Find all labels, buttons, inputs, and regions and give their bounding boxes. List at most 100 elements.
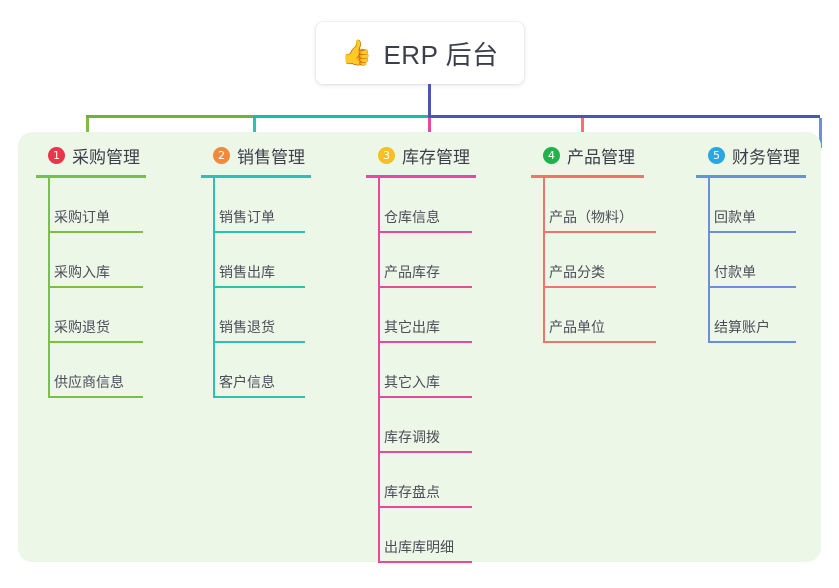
leaf-item[interactable]: 供应商信息 <box>36 343 186 398</box>
column-title-1: 采购管理 <box>72 147 140 167</box>
column-spine-4 <box>543 178 545 343</box>
leaf-label: 产品库存 <box>384 264 440 280</box>
leaf-item[interactable]: 产品（物料） <box>531 178 681 233</box>
leaf-item[interactable]: 库存调拨 <box>366 398 516 453</box>
leaf-rule <box>543 231 656 233</box>
leaf-rule <box>378 231 472 233</box>
leaf-rule <box>378 506 472 508</box>
leaf-rule <box>213 231 305 233</box>
column-1: 1 采购管理采购订单采购入库采购退货供应商信息 <box>36 142 186 398</box>
leaf-rule <box>708 341 796 343</box>
leaf-label: 其它入库 <box>384 374 440 390</box>
leaf-label: 出库库明细 <box>384 539 454 555</box>
root-title: ERP 后台 <box>383 39 499 70</box>
leaf-label: 采购订单 <box>54 209 110 225</box>
leaf-item[interactable]: 销售订单 <box>201 178 351 233</box>
column-spine-5 <box>708 178 710 343</box>
column-header-4[interactable]: 4 产品管理 <box>531 142 681 168</box>
leaf-item[interactable]: 采购入库 <box>36 233 186 288</box>
column-badge-2: 2 <box>213 146 230 164</box>
leaf-item[interactable]: 销售出库 <box>201 233 351 288</box>
leaf-rule <box>378 451 472 453</box>
leaf-list-2: 销售订单销售出库销售退货客户信息 <box>201 178 351 398</box>
leaf-item[interactable]: 销售退货 <box>201 288 351 343</box>
leaf-label: 产品（物料） <box>549 209 633 225</box>
drop-connector-5 <box>819 118 822 148</box>
leaf-item[interactable]: 产品分类 <box>531 233 681 288</box>
column-header-5[interactable]: 5 财务管理 <box>696 142 836 168</box>
root-stem-connector <box>428 84 431 117</box>
leaf-list-4: 产品（物料） 产品分类产品单位 <box>531 178 681 343</box>
leaf-label: 结算账户 <box>714 319 770 335</box>
column-badge-1: 1 <box>48 146 65 164</box>
leaf-rule <box>48 341 143 343</box>
leaf-label: 其它出库 <box>384 319 440 335</box>
column-4: 4 产品管理产品（物料） 产品分类产品单位 <box>531 142 681 343</box>
leaf-rule <box>48 231 143 233</box>
leaf-item[interactable]: 出库库明细 <box>366 508 516 563</box>
leaf-list-3: 仓库信息产品库存其它出库其它入库库存调拨库存盘点出库库明细 <box>366 178 516 563</box>
leaf-label: 付款单 <box>714 264 756 280</box>
leaf-item[interactable]: 客户信息 <box>201 343 351 398</box>
leaf-rule <box>378 286 472 288</box>
leaf-item[interactable]: 采购订单 <box>36 178 186 233</box>
leaf-label: 仓库信息 <box>384 209 440 225</box>
column-header-3[interactable]: 3 库存管理 <box>366 142 516 168</box>
leaf-label: 销售退货 <box>219 319 275 335</box>
leaf-rule <box>708 231 796 233</box>
leaf-label: 采购退货 <box>54 319 110 335</box>
leaf-item[interactable]: 结算账户 <box>696 288 836 343</box>
column-rule-1 <box>36 175 146 178</box>
thumbs-up-icon: 👍 <box>341 38 373 67</box>
leaf-label: 库存盘点 <box>384 484 440 500</box>
leaf-item[interactable]: 回款单 <box>696 178 836 233</box>
leaf-label: 采购入库 <box>54 264 110 280</box>
leaf-item[interactable]: 产品单位 <box>531 288 681 343</box>
leaf-rule <box>213 341 305 343</box>
leaf-rule <box>213 396 305 398</box>
bus-segment-green <box>86 115 256 118</box>
column-badge-3: 3 <box>378 146 395 164</box>
column-title-5: 财务管理 <box>732 147 800 167</box>
leaf-rule <box>708 286 796 288</box>
column-rule-3 <box>366 175 476 178</box>
leaf-label: 产品分类 <box>549 264 605 280</box>
column-3: 3 库存管理仓库信息产品库存其它出库其它入库库存调拨库存盘点出库库明细 <box>366 142 516 563</box>
column-badge-5: 5 <box>708 146 725 164</box>
leaf-rule <box>378 341 472 343</box>
bus-segment-indigo <box>428 115 820 118</box>
leaf-rule <box>543 341 656 343</box>
column-title-4: 产品管理 <box>567 147 635 167</box>
column-header-1[interactable]: 1 采购管理 <box>36 142 186 168</box>
leaf-label: 销售出库 <box>219 264 275 280</box>
column-rule-2 <box>201 175 311 178</box>
column-spine-3 <box>378 178 380 563</box>
leaf-item[interactable]: 库存盘点 <box>366 453 516 508</box>
leaf-rule <box>378 396 472 398</box>
column-title-2: 销售管理 <box>237 147 305 167</box>
leaf-label: 销售订单 <box>219 209 275 225</box>
leaf-item[interactable]: 其它出库 <box>366 288 516 343</box>
leaf-item[interactable]: 仓库信息 <box>366 178 516 233</box>
leaf-rule <box>213 286 305 288</box>
leaf-label: 回款单 <box>714 209 756 225</box>
column-2: 2 销售管理销售订单销售出库销售退货客户信息 <box>201 142 351 398</box>
leaf-label: 库存调拨 <box>384 429 440 445</box>
column-badge-4: 4 <box>543 146 560 164</box>
column-spine-1 <box>48 178 50 398</box>
leaf-rule <box>543 286 656 288</box>
leaf-label: 客户信息 <box>219 374 275 390</box>
column-5: 5 财务管理回款单付款单结算账户 <box>696 142 836 343</box>
bus-segment-teal <box>253 115 431 118</box>
leaf-item[interactable]: 产品库存 <box>366 233 516 288</box>
leaf-item[interactable]: 采购退货 <box>36 288 186 343</box>
root-node[interactable]: 👍 ERP 后台 <box>316 22 524 84</box>
column-spine-2 <box>213 178 215 398</box>
leaf-list-5: 回款单付款单结算账户 <box>696 178 836 343</box>
column-title-3: 库存管理 <box>402 147 470 167</box>
leaf-rule <box>378 561 472 563</box>
leaf-item[interactable]: 其它入库 <box>366 343 516 398</box>
column-header-2[interactable]: 2 销售管理 <box>201 142 351 168</box>
leaf-label: 产品单位 <box>549 319 605 335</box>
leaf-item[interactable]: 付款单 <box>696 233 836 288</box>
